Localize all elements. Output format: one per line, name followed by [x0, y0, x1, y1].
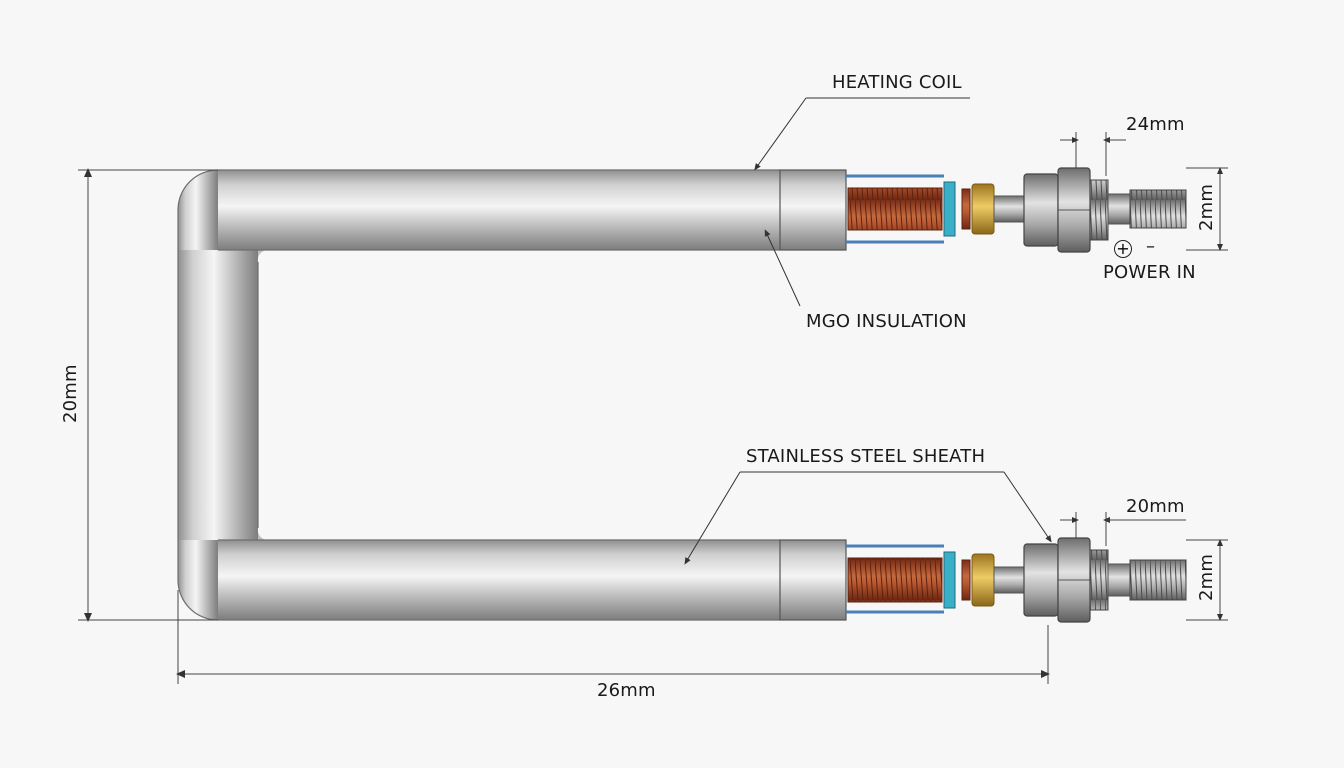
bottom-brass-ring: [971, 553, 995, 607]
top-terminal-assembly: [846, 167, 1187, 253]
bottom-terminal-rod: [993, 566, 1025, 594]
top-threaded-stud: [1129, 189, 1187, 229]
bottom-washer: [943, 551, 956, 609]
heating-coil-leader: [754, 97, 807, 171]
leader-lines: [684, 97, 1052, 565]
power-in-label: POWER IN: [1103, 262, 1196, 283]
bottom-nut-1: [1023, 543, 1059, 617]
tube-top-section: [218, 170, 780, 250]
bottom-thread-collar: [1089, 549, 1109, 611]
heating-coil-label: HEATING COIL: [832, 72, 962, 93]
sheath-leader-left: [684, 471, 741, 565]
tube-bottom-bend: [178, 540, 218, 620]
top-stud-neck: [1107, 193, 1131, 225]
sheath-leader-right: [1003, 471, 1052, 543]
top-thread-dia-label: 2mm: [1196, 183, 1217, 231]
top-thread-collar: [1089, 179, 1109, 241]
top-terminal-rod: [993, 195, 1025, 223]
negative-terminal-icon: –: [1146, 236, 1155, 257]
mgo-insulation-label: MGO INSULATION: [806, 311, 967, 332]
tube-bottom-section: [218, 540, 780, 620]
dimension-lines: [78, 132, 1228, 684]
bottom-fitting-width-label: 20mm: [1126, 496, 1185, 517]
top-fitting-width-label: 24mm: [1126, 114, 1185, 135]
height-dimension-label: 20mm: [60, 364, 81, 423]
positive-terminal-icon: +: [1114, 240, 1132, 258]
top-coil-end: [961, 188, 971, 230]
top-nut-1: [1023, 173, 1059, 247]
tube-top-bend: [178, 170, 218, 250]
top-heating-coil: [847, 187, 943, 231]
bottom-terminal-assembly: [846, 537, 1187, 623]
u-tube-sheath: [177, 169, 847, 621]
mgo-insulation-leader: [764, 229, 801, 307]
stainless-steel-sheath-label: STAINLESS STEEL SHEATH: [746, 446, 986, 467]
tube-vertical-section: [178, 210, 258, 580]
bottom-coil-end: [961, 559, 971, 601]
top-brass-ring: [971, 183, 995, 235]
bottom-sheath-end: [779, 539, 847, 621]
top-sheath-end: [779, 169, 847, 251]
bottom-threaded-stud: [1129, 559, 1187, 601]
length-dimension-label: 26mm: [597, 680, 656, 701]
top-washer: [943, 181, 956, 237]
bottom-heating-coil: [847, 557, 943, 603]
bottom-thread-dia-label: 2mm: [1196, 553, 1217, 601]
bottom-stud-neck: [1107, 563, 1131, 597]
